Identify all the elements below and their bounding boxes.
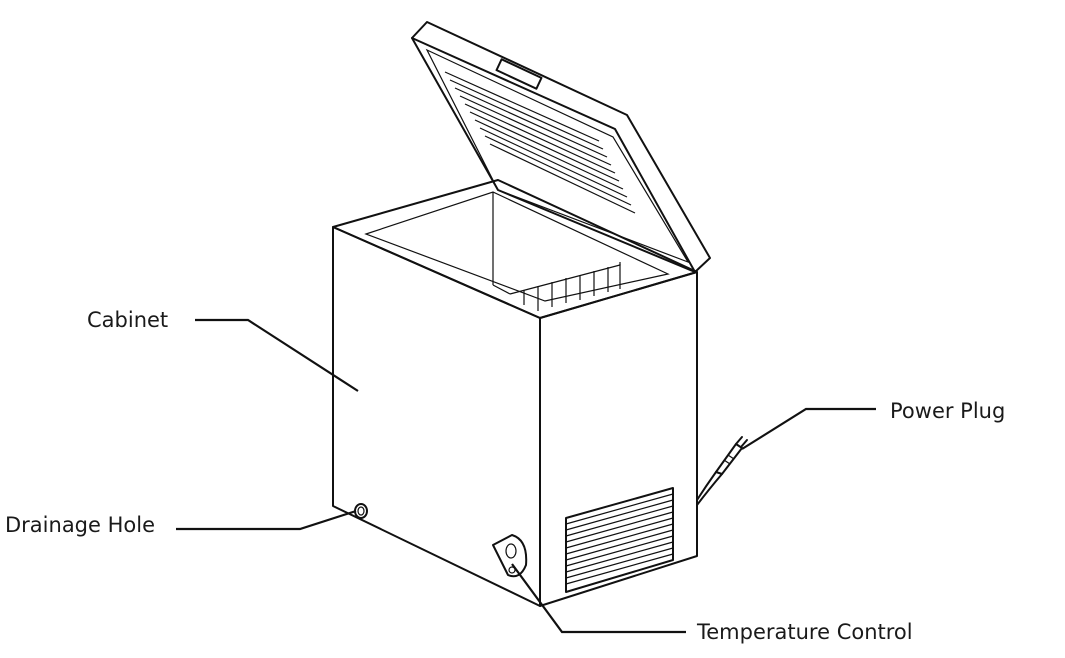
basket-slats (523, 264, 621, 311)
drainage-hole-leader (176, 509, 357, 531)
cabinet-body (332, 179, 698, 607)
temperature-control-knob (492, 534, 528, 578)
drainage-hole (354, 503, 368, 519)
drainage-hole-label: Drainage Hole (5, 513, 155, 537)
vent-grille (565, 487, 674, 593)
cabinet-label: Cabinet (87, 308, 168, 332)
lid-handle (495, 58, 543, 90)
cabinet-leader (195, 318, 359, 392)
power-plug-leader (741, 407, 876, 450)
leader-lines (176, 318, 876, 634)
temperature-control-label: Temperature Control (696, 620, 913, 644)
power-cord (696, 436, 748, 506)
power-plug-icon (715, 443, 743, 475)
power-plug-label: Power Plug (890, 399, 1005, 423)
lid-stripes (444, 71, 636, 214)
temperature-control-leader (511, 563, 686, 634)
lid (411, 21, 711, 273)
